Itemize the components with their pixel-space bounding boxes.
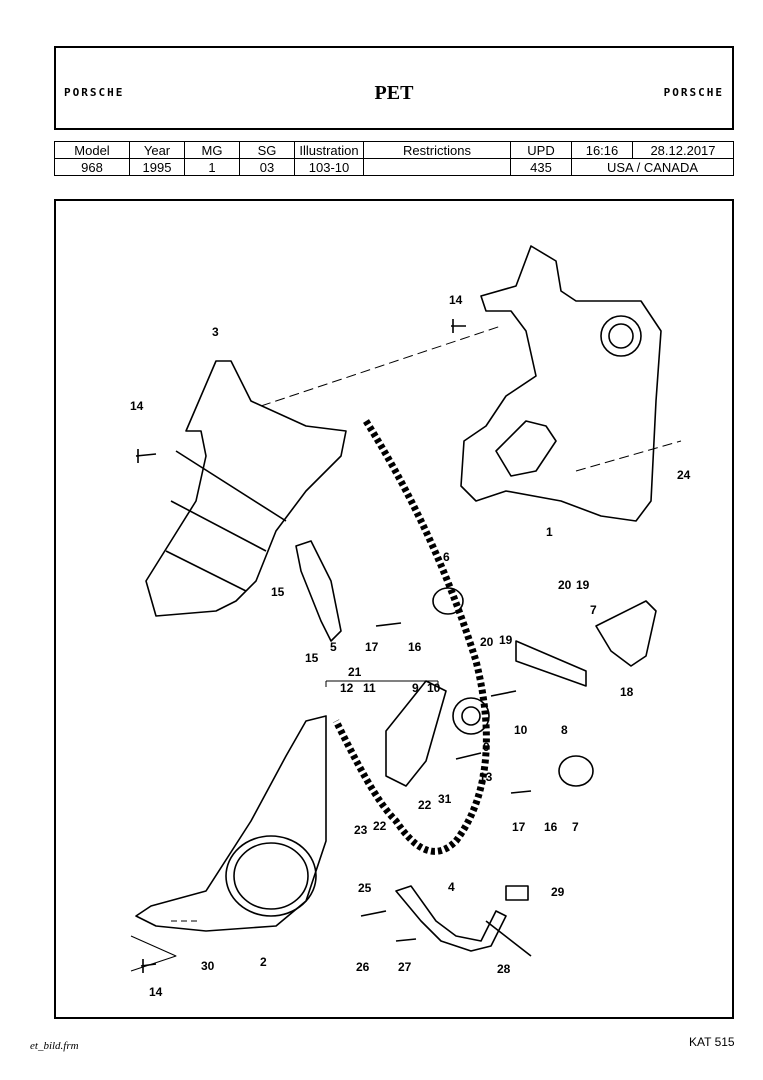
bolt-14-left-shape: [135, 449, 157, 463]
callout-28: 28: [497, 962, 511, 976]
header-box: PORSCHE PET PORSCHE: [54, 46, 734, 130]
callout-7a: 7: [590, 603, 597, 617]
bolt-26-shape: [360, 910, 387, 917]
value-illustration: 103-10: [294, 158, 364, 176]
callout-27: 27: [398, 960, 412, 974]
gear-9-shape: [452, 697, 490, 735]
toothed-belt-shape: [332, 419, 490, 855]
footer-filename: et_bild.frm: [30, 1040, 79, 1052]
callout-30: 30: [201, 959, 215, 973]
roller-6-shape: [432, 587, 464, 615]
callout-15a: 15: [271, 585, 285, 599]
callout-7b: 7: [572, 820, 579, 834]
value-upd: 435: [510, 158, 572, 176]
value-mg: 1: [184, 158, 240, 176]
bracket-25-shape: [395, 885, 507, 952]
callout-29: 29: [551, 885, 565, 899]
porsche-logo-left: PORSCHE: [64, 86, 125, 99]
bolt-17-bottom-shape: [510, 790, 532, 794]
roller-7-shape: [558, 755, 594, 787]
callout-22b: 22: [373, 819, 387, 833]
callout-6: 6: [443, 550, 450, 564]
label-year: Year: [129, 141, 185, 159]
bolt-14-bottom-shape: [140, 959, 157, 973]
callout-10b: 10: [514, 723, 528, 737]
date-value: 28.12.2017: [632, 141, 734, 159]
callout-24: 24: [677, 468, 691, 482]
region-value: USA / CANADA: [571, 158, 734, 176]
label-upd: UPD: [510, 141, 572, 159]
callout-9a: 9: [412, 681, 419, 695]
callout-23: 23: [354, 823, 368, 837]
value-restrictions: [363, 158, 511, 176]
callout-1: 1: [546, 525, 553, 539]
callout-2: 2: [260, 955, 267, 969]
diagram-drawing: 1 2 3 4 5 6 7 7 8 9 9 10 10 11 12 13 14 …: [130, 245, 691, 999]
callout-17b: 17: [512, 820, 526, 834]
label-model: Model: [54, 141, 130, 159]
callout-14c: 14: [149, 985, 163, 999]
sleeve-29-shape: [505, 885, 529, 901]
info-table: Model Year MG SG Illustration Restrictio…: [54, 141, 734, 176]
callout-31: 31: [438, 792, 452, 806]
value-year: 1995: [129, 158, 185, 176]
bolt-17-top-shape: [375, 622, 402, 627]
value-model: 968: [54, 158, 130, 176]
porsche-logo-right: PORSCHE: [663, 86, 724, 99]
callout-10a: 10: [427, 681, 441, 695]
callout-4: 4: [448, 880, 455, 894]
callout-18: 18: [620, 685, 634, 699]
exploded-diagram: 1 2 3 4 5 6 7 7 8 9 9 10 10 11 12 13 14 …: [54, 199, 734, 1019]
bolt-13-shape: [455, 752, 482, 760]
part-5-shape: [295, 540, 342, 642]
page-title: PET: [374, 82, 414, 104]
callout-13: 13: [479, 770, 493, 784]
lower-front-cover-shape: [135, 715, 327, 932]
footer-catalog: KAT 515: [689, 1035, 735, 1049]
callout-21: 21: [348, 665, 362, 679]
callout-17a: 17: [365, 640, 379, 654]
callout-14a: 14: [449, 293, 463, 307]
value-sg: 03: [239, 158, 295, 176]
callout-19b: 19: [499, 633, 513, 647]
callout-25: 25: [358, 881, 372, 895]
callout-3: 3: [212, 325, 219, 339]
label-restrictions: Restrictions: [363, 141, 511, 159]
label-sg: SG: [239, 141, 295, 159]
label-mg: MG: [184, 141, 240, 159]
bolt-10-shape: [490, 690, 517, 697]
callout-20a: 20: [558, 578, 572, 592]
callout-8: 8: [561, 723, 568, 737]
callout-16b: 16: [544, 820, 558, 834]
bracket-12-shape: [385, 680, 447, 787]
callout-19a: 19: [576, 578, 590, 592]
callout-12: 12: [340, 681, 354, 695]
bolt-14-top-shape: [451, 319, 466, 333]
callout-15b: 15: [305, 651, 319, 665]
label-illustration: Illustration: [294, 141, 364, 159]
tensioner-8-shape: [515, 640, 587, 687]
callout-20b: 20: [480, 635, 494, 649]
bolt-27-shape: [395, 938, 417, 942]
callout-26: 26: [356, 960, 370, 974]
bracket-18-shape: [595, 600, 657, 667]
callout-9b: 9: [483, 740, 490, 754]
upper-front-cover-shape: [145, 360, 347, 617]
callout-22a: 22: [418, 798, 432, 812]
callout-16a: 16: [408, 640, 422, 654]
callout-11: 11: [363, 681, 376, 695]
callout-14b: 14: [130, 399, 144, 413]
time-value: 16:16: [571, 141, 633, 159]
callout-5: 5: [330, 640, 337, 654]
rear-cover-shape: [460, 245, 662, 522]
